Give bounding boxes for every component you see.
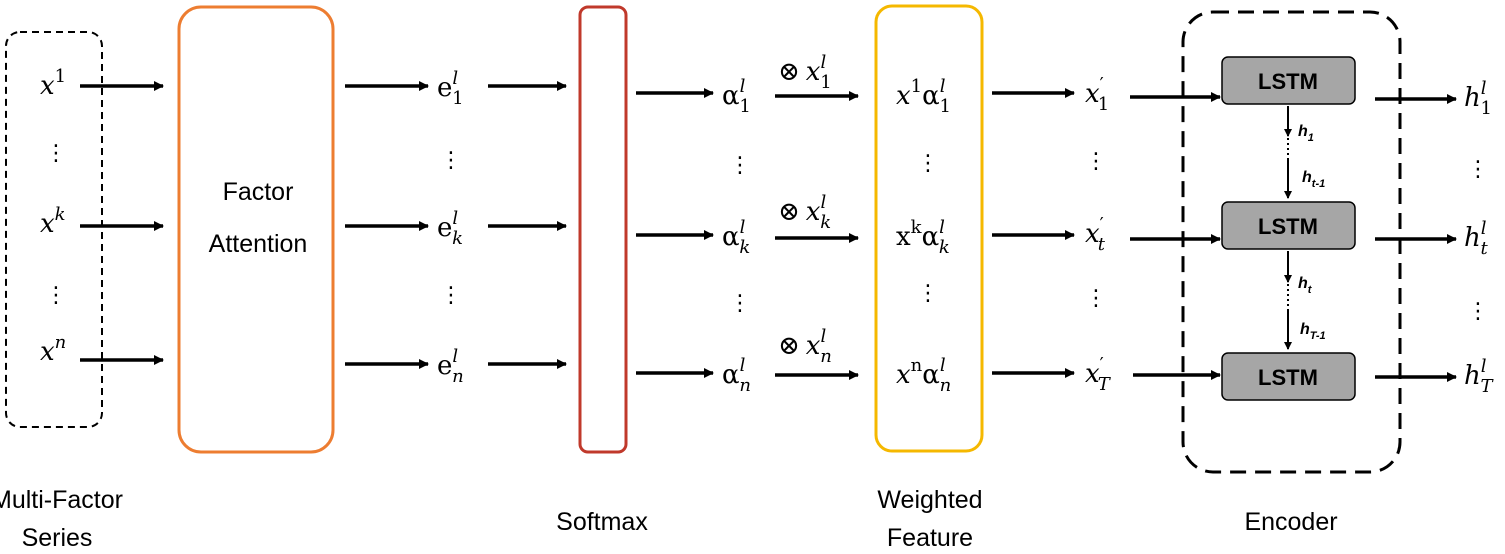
caption-weighted-line2: Feature	[887, 524, 973, 552]
caption-encoder: Encoder	[1244, 508, 1337, 536]
svg-text:ht: ht	[1298, 275, 1313, 296]
svg-text:xk: xk	[40, 204, 66, 239]
hidden-label-ht-1: ht-1	[1302, 169, 1325, 190]
svg-text:x′T: x′T	[1085, 354, 1112, 395]
svg-text:⊗xl1: ⊗xl1	[778, 52, 832, 93]
ellipsis-alpha-2: ⋮	[729, 291, 751, 316]
encoder-box	[1181, 10, 1402, 474]
svg-text:αln: αln	[722, 355, 751, 396]
input-x1: x1	[40, 66, 66, 101]
svg-text:x′1: x′1	[1085, 74, 1109, 115]
flow-arrows	[80, 81, 1457, 382]
svg-text:⊗xlk: ⊗xlk	[778, 192, 831, 233]
svg-text:el1: el1	[437, 68, 464, 109]
svg-text:x1: x1	[40, 66, 66, 101]
svg-text:eln: eln	[437, 346, 464, 387]
caption-multi-factor-line2: Series	[22, 524, 93, 552]
caption-weighted-line1: Weighted	[877, 486, 982, 514]
hidden-label-h1: h1	[1298, 123, 1314, 144]
ellipsis-xprime-2: ⋮	[1085, 286, 1107, 311]
lstm-cell-t: LSTM	[1221, 201, 1356, 250]
svg-text:hl1: hl1	[1464, 78, 1492, 119]
x-prime-1: x′1	[1085, 74, 1109, 115]
ellipsis-energy-2: ⋮	[440, 283, 462, 308]
svg-text:hlt: hlt	[1464, 218, 1489, 259]
ellipsis-weighted-2: ⋮	[917, 281, 939, 306]
lstm-cell-T: LSTM	[1221, 352, 1356, 401]
caption-softmax: Softmax	[556, 508, 648, 536]
svg-text:hT-1: hT-1	[1300, 321, 1326, 342]
svg-text:αlk: αlk	[722, 217, 750, 258]
lstm-label: LSTM	[1258, 365, 1318, 390]
ellipsis-inputs-2: ⋮	[45, 283, 67, 308]
svg-text:ht-1: ht-1	[1302, 169, 1325, 190]
hidden-label-hT-1: hT-1	[1300, 321, 1326, 342]
factor-attention-label-line1: Factor	[223, 178, 294, 206]
ellipsis-weighted-1: ⋮	[917, 151, 939, 176]
input-xn: xn	[40, 332, 66, 367]
ellipsis-xprime-1: ⋮	[1085, 149, 1107, 174]
svg-text:h1: h1	[1298, 123, 1314, 144]
x-prime-T: x′T	[1085, 354, 1112, 395]
x-prime-t: x′t	[1085, 214, 1106, 255]
caption-multi-factor-line1: Multi-Factor	[0, 486, 123, 514]
softmax-box	[578, 5, 628, 454]
weighted-feature-box	[874, 4, 984, 453]
ellipsis-alpha-1: ⋮	[729, 153, 751, 178]
ellipsis-output-2: ⋮	[1467, 299, 1489, 324]
lstm-cell-1: LSTM	[1221, 56, 1356, 105]
ellipsis-energy-1: ⋮	[440, 148, 462, 173]
svg-text:xn: xn	[40, 332, 66, 367]
ellipsis-inputs-1: ⋮	[45, 141, 67, 166]
lstm-label: LSTM	[1258, 214, 1318, 239]
svg-text:αl1: αl1	[722, 76, 751, 117]
svg-text:hlT: hlT	[1464, 356, 1495, 397]
ellipsis-output-1: ⋮	[1467, 157, 1489, 182]
svg-text:elk: elk	[437, 208, 463, 249]
hidden-label-ht: ht	[1298, 275, 1313, 296]
svg-text:⊗xln: ⊗xln	[778, 326, 832, 367]
lstm-label: LSTM	[1258, 69, 1318, 94]
svg-text:x′t: x′t	[1085, 214, 1106, 255]
input-xk: xk	[40, 204, 66, 239]
factor-attention-label-line2: Attention	[209, 230, 308, 258]
factor-attention-box	[177, 5, 335, 454]
